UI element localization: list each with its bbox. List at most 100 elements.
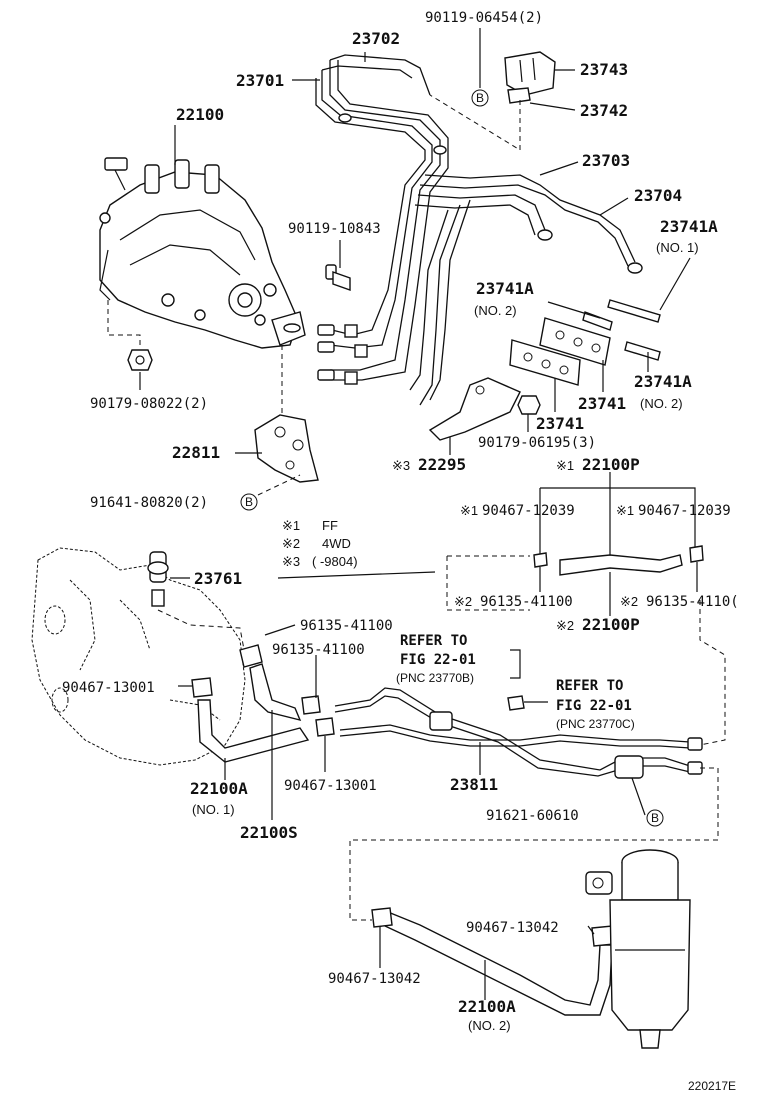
label-23742: 23742 [580, 101, 628, 120]
circle-b-bottom-label: B [651, 811, 659, 825]
label-90467-13001-l: 90467-13001 [62, 680, 155, 696]
legend3-text: ( -9804) [312, 554, 358, 569]
label-22100A-no2: 22100A [458, 997, 516, 1016]
label-no1-b: (NO. 1) [192, 802, 235, 817]
clamp-90467-12039-right [689, 545, 704, 563]
legend1-mark: ※1 [282, 518, 300, 533]
mark1-12039-r: ※1 [616, 503, 634, 518]
clamp-23742 [507, 87, 531, 104]
refer2-line1: REFER TO [556, 678, 623, 694]
leader-23742 [529, 102, 576, 111]
refer1-line1: REFER TO [400, 633, 467, 649]
circle-b-mid: B [240, 493, 258, 511]
label-90119-10843: 90119-10843 [288, 221, 381, 237]
bracket-90467-12039 [539, 487, 696, 520]
label-23741-a: 23741 [578, 394, 626, 413]
legend2-mark: ※2 [282, 536, 300, 551]
refer-bracket-1 [510, 649, 521, 679]
legend2-text: 4WD [322, 536, 351, 551]
stud-23741A-no2-top [582, 311, 613, 331]
hose-22100A-no1 [197, 699, 310, 763]
label-no2-c: (NO. 2) [468, 1018, 511, 1033]
label-90467-12039-l: 90467-12039 [482, 503, 575, 519]
label-no2-b: (NO. 2) [640, 396, 683, 411]
dash-22100P-right [699, 600, 726, 746]
label-90119-06454: 90119-06454(2) [425, 10, 543, 26]
refer1-line2: FIG 22-01 [400, 652, 476, 668]
label-23741-b: 23741 [536, 414, 584, 433]
injection-pump-drawing [99, 157, 306, 349]
clamp-23743 [504, 51, 556, 96]
label-22100: 22100 [176, 105, 224, 124]
label-22100A-no1: 22100A [190, 779, 248, 798]
mark2-96135-r: ※2 [620, 594, 638, 609]
leader-23703 [539, 161, 579, 176]
stud-23741A-no1 [607, 299, 661, 323]
label-23701: 23701 [236, 71, 284, 90]
label-22295: 22295 [418, 455, 466, 474]
legend-divider [277, 571, 436, 579]
refer-connector-2 [507, 695, 548, 711]
circle-b-bottom: B [646, 809, 664, 827]
clamp-96135-41100-a [239, 644, 263, 668]
circle-b-top-label: B [476, 91, 484, 105]
label-22100S: 22100S [240, 823, 298, 842]
label-23761: 23761 [194, 569, 242, 588]
dash-loop-filter [349, 767, 719, 921]
label-23703: 23703 [582, 151, 630, 170]
hose-22100P [559, 554, 683, 576]
label-23741A-no2: 23741A [476, 279, 534, 298]
label-90179-06195: 90179-06195(3) [478, 435, 596, 451]
mark3-22295: ※3 [392, 458, 410, 473]
leader-23741A-no1 [659, 257, 691, 311]
dash-clamp-23742 [429, 94, 521, 151]
label-23704: 23704 [634, 186, 682, 205]
injection-pipes [315, 54, 643, 406]
label-no2-a: (NO. 2) [474, 303, 517, 318]
refer2-line2: FIG 22-01 [556, 698, 632, 714]
retainer-23741-a [539, 317, 611, 366]
nut-90179-06195 [517, 395, 541, 415]
label-96135-41100-l: 96135-41100 [480, 594, 573, 610]
leader-96135-41100-a [264, 624, 296, 636]
leader-dash-91641 [257, 474, 301, 496]
label-96135-41100-r: 96135-4110( [646, 594, 739, 610]
hose-22100S [249, 663, 302, 722]
label-22100P-bot: 22100P [582, 615, 640, 634]
mark1-12039-l: ※1 [460, 503, 478, 518]
clamp-90467-13001-left [191, 677, 213, 698]
bracket-22811 [254, 414, 319, 483]
label-91641-80820: 91641-80820(2) [90, 495, 208, 511]
clamp-90467-13001-mid [315, 717, 335, 737]
label-90467-13042-l: 90467-13042 [328, 971, 421, 987]
clamp-90467-12039-left [533, 552, 548, 568]
label-90467-13042-r: 90467-13042 [466, 920, 559, 936]
label-23811: 23811 [450, 775, 498, 794]
fitting-23761 [147, 551, 169, 607]
bracket-22295 [428, 377, 521, 441]
leader-23704 [599, 197, 629, 216]
label-96135-41100-b: 96135-41100 [272, 642, 365, 658]
refer1-line3: (PNC 23770B) [396, 671, 474, 685]
retainer-23741-b [509, 339, 581, 386]
label-23702: 23702 [352, 29, 400, 48]
label-23741A-no1: 23741A [660, 217, 718, 236]
circle-b-top: B [471, 89, 489, 107]
label-90467-13001-m: 90467-13001 [284, 778, 377, 794]
fuel-filter-drawing [585, 849, 691, 1049]
leader-23741A-no2 [547, 301, 601, 319]
label-no1-a: (NO. 1) [656, 240, 699, 255]
leader-90467-13042-r [587, 925, 595, 935]
fuel-pipe-23811 [334, 687, 703, 779]
stud-23741A-no2-bottom [624, 341, 661, 361]
label-23743: 23743 [580, 60, 628, 79]
label-96135-41100-a: 96135-41100 [300, 618, 393, 634]
circle-b-mid-label: B [245, 495, 253, 509]
legend3-mark: ※3 [282, 554, 300, 569]
refer2-line3: (PNC 23770C) [556, 717, 635, 731]
label-90467-12039-r: 90467-12039 [638, 503, 731, 519]
dash-23761 [157, 609, 246, 656]
label-22811: 22811 [172, 443, 220, 462]
label-90179-08022: 90179-08022(2) [90, 396, 208, 412]
